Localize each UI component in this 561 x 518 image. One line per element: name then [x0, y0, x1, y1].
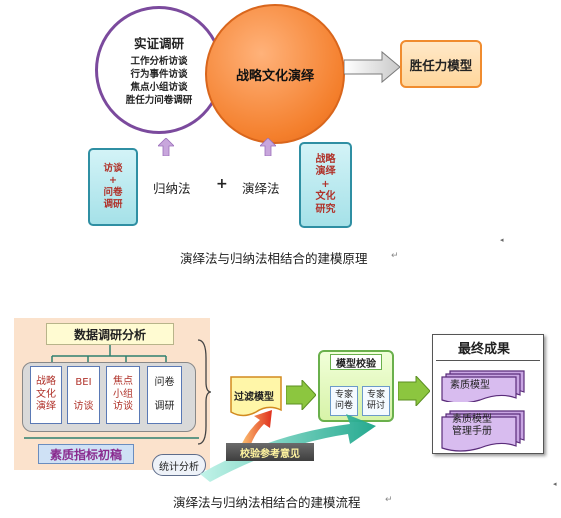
validation-feedback-label: 校验参考意见 — [240, 448, 300, 460]
method-card: BEI 访谈 — [67, 366, 100, 424]
method-text: + — [109, 175, 117, 186]
manual-line: 管理手册 — [452, 426, 492, 437]
method-text: 文化 — [315, 191, 336, 203]
manual-line: 素质模型 — [452, 414, 492, 425]
expert-seminar-card: 专家 研讨 — [362, 386, 390, 416]
validation-feedback-box: 校验参考意见 — [226, 443, 314, 461]
competency-model-doc — [441, 370, 525, 402]
strategy-culture-circle: 战略文化演绎 — [205, 4, 345, 144]
right-brace-icon — [197, 339, 212, 445]
method-card-line: BEI — [75, 376, 92, 388]
competency-model-doc-label: 素质模型 — [450, 380, 490, 391]
method-text: 研究 — [315, 203, 336, 215]
inductive-label: 归纳法 — [153, 181, 191, 196]
strategy-culture-label: 战略文化演绎 — [235, 68, 314, 84]
data-analysis-label: 数据调研分析 — [73, 327, 146, 342]
method-card-line: 调研 — [154, 401, 175, 412]
data-analysis-header: 数据调研分析 — [46, 323, 174, 345]
draft-indicators-box: 素质指标初稿 — [38, 444, 134, 464]
filter-model-label: 过滤模型 — [234, 392, 274, 403]
research-item: 焦点小组访谈 — [130, 82, 188, 93]
method-card-line: 访谈 — [73, 401, 94, 412]
final-results-title: 最终成果 — [458, 342, 511, 357]
method-text: 战略 — [315, 153, 336, 165]
model-validation-title: 模型校验 — [336, 358, 376, 370]
competency-manual-doc — [441, 410, 525, 452]
research-item: 胜任力问卷调研 — [125, 95, 193, 106]
method-card-line: 小组 — [113, 388, 133, 400]
competency-model-label: 胜任力模型 — [409, 57, 473, 73]
method-card-line: 演绎 — [36, 401, 56, 413]
method-text: 访谈 — [103, 163, 123, 174]
method-text: + — [321, 178, 330, 190]
deductive-label: 演绎法 — [242, 181, 280, 196]
filter-model-doc — [230, 376, 282, 417]
method-card-line: 战略 — [36, 376, 56, 388]
expert-survey-text: 专家 — [334, 390, 353, 400]
method-text: 问卷 — [103, 187, 123, 198]
competency-model-box: 胜任力模型 — [400, 40, 482, 88]
expert-seminar-text: 研讨 — [366, 401, 385, 411]
method-card-line: 访谈 — [113, 401, 133, 413]
up-arrow-icon — [158, 138, 174, 156]
final-results-divider — [436, 360, 540, 361]
green-arrow-icon — [398, 376, 430, 406]
empirical-research-title: 实证调研 — [133, 36, 184, 51]
research-item: 行为事件访谈 — [130, 69, 188, 80]
empirical-research-circle: 实证调研 工作分析访谈 行为事件访谈 焦点小组访谈 胜任力问卷调研 — [95, 6, 223, 134]
empirical-research-list: 工作分析访谈 行为事件访谈 焦点小组访谈 胜任力问卷调研 — [126, 55, 193, 107]
method-card: 焦点 小组 访谈 — [106, 366, 140, 424]
competency-manual-doc-label: 素质模型 管理手册 — [452, 414, 492, 438]
draft-indicators-label: 素质指标初稿 — [49, 447, 122, 462]
top-caption: 演绎法与归纳法相结合的建模原理 — [180, 251, 368, 266]
to-result-arrow — [344, 50, 401, 84]
expert-survey-text: 问卷 — [334, 401, 353, 411]
expert-survey-card: 专家 问卷 — [330, 386, 358, 416]
expert-seminar-text: 专家 — [366, 390, 385, 400]
interview-survey-box: 访谈 + 问卷 调研 — [88, 148, 138, 226]
statistical-analysis-label: 统计分析 — [159, 461, 199, 473]
paragraph-mark-icon: ↵ — [391, 251, 399, 261]
method-text: 演绎 — [315, 166, 336, 178]
method-text: 调研 — [103, 199, 123, 210]
paragraph-mark-icon: ↵ — [385, 495, 393, 505]
cursor-mark-icon: ◂ — [500, 236, 504, 244]
plus-sign: + — [216, 176, 228, 192]
strategy-culture-box: 战略 演绎 + 文化 研究 — [299, 142, 352, 228]
bottom-caption: 演绎法与归纳法相结合的建模流程 — [173, 495, 361, 510]
method-card-line: 问卷 — [154, 376, 175, 388]
method-card: 战略 文化 演绎 — [30, 366, 62, 424]
cursor-mark-icon: ◂ — [553, 480, 557, 488]
up-arrow-icon — [260, 138, 276, 156]
method-card-line: 焦点 — [113, 376, 133, 388]
method-card-line: 文化 — [36, 388, 56, 400]
statistical-analysis-oval: 统计分析 — [152, 454, 206, 476]
model-validation-title-box: 模型校验 — [330, 354, 382, 370]
method-card: 问卷 调研 — [147, 366, 182, 424]
research-item: 工作分析访谈 — [130, 56, 188, 67]
green-arrow-icon — [286, 380, 316, 410]
